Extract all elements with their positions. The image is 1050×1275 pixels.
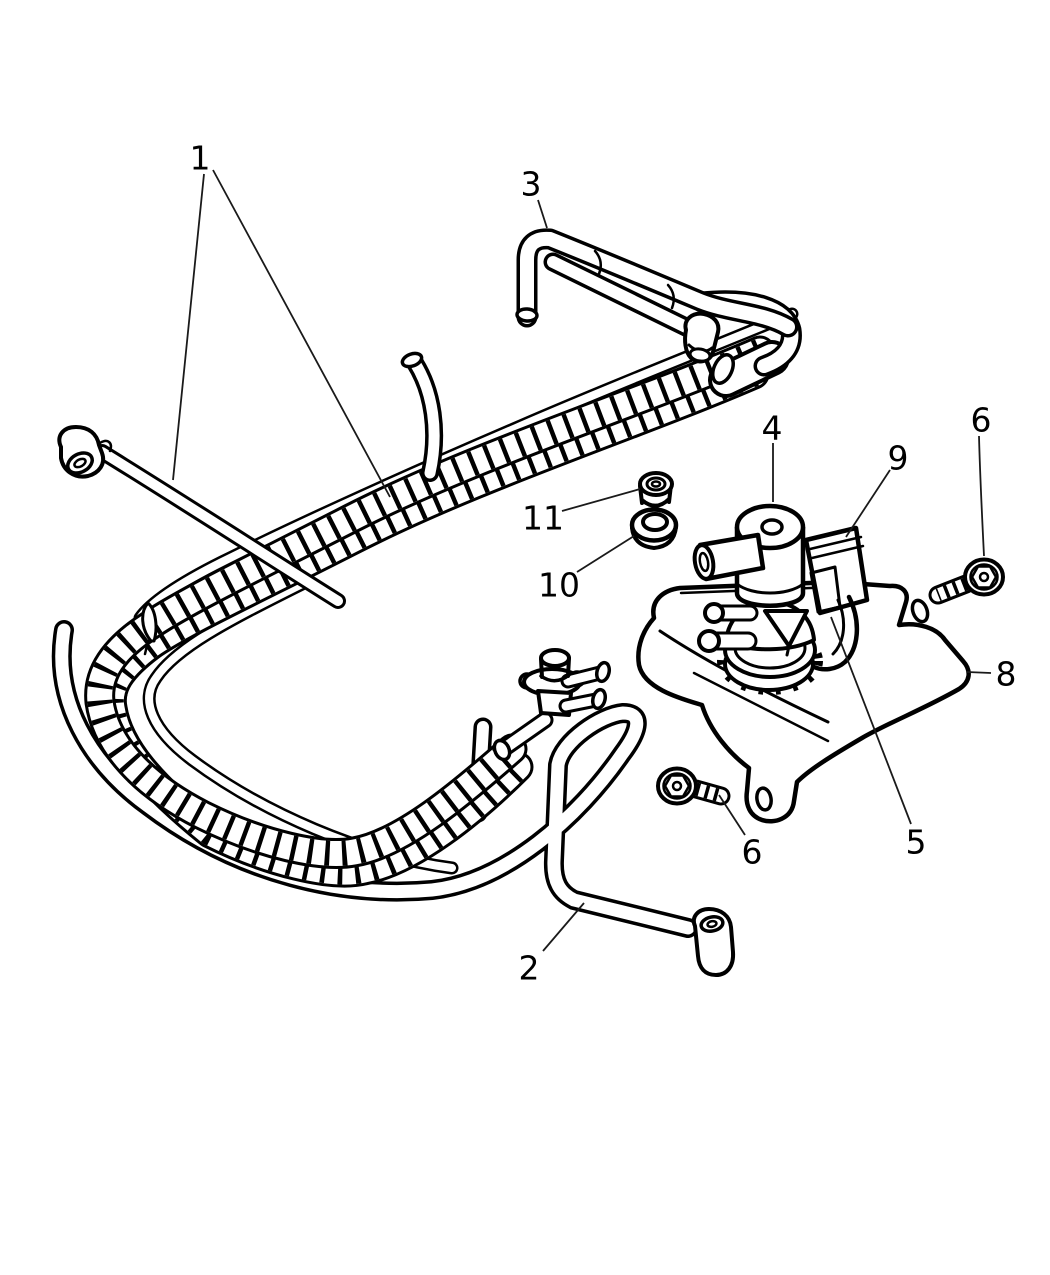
callout-11-label: 11 — [522, 499, 564, 538]
callout-8-label: 8 — [996, 655, 1017, 694]
callout-6-lower: 6 — [718, 794, 763, 872]
vapor-harness-assembly — [51, 290, 802, 938]
callout-6-upper: 6 — [971, 401, 992, 557]
callout-11: 11 — [522, 488, 641, 538]
callout-8: 8 — [966, 655, 1017, 694]
tube-3-hose — [515, 228, 799, 364]
pump-port-upper — [703, 602, 725, 624]
spacer-bushing — [638, 471, 674, 508]
branch-tube — [400, 351, 444, 482]
callout-6-lower-label: 6 — [742, 833, 763, 872]
tube-3-open-end — [515, 307, 539, 323]
supply-tube — [57, 425, 346, 609]
branch-tube-end-cap — [400, 351, 424, 369]
harness-clip — [141, 601, 158, 643]
tube-2-elbow — [691, 907, 736, 977]
purge-solenoid-assembly — [692, 503, 823, 695]
callout-5: 5 — [830, 616, 927, 862]
callout-2: 2 — [519, 902, 585, 988]
callouts: 1 3 4 6 9 11 10 8 — [172, 139, 1017, 988]
callout-2-label: 2 — [519, 949, 540, 988]
callout-1-label: 1 — [190, 139, 211, 178]
pump-base-ribs — [717, 627, 823, 695]
callout-6-upper-label: 6 — [971, 401, 992, 440]
callout-4-label: 4 — [762, 409, 783, 448]
bolt-lower — [656, 766, 731, 806]
callout-5-label: 5 — [906, 823, 927, 862]
callout-3: 3 — [521, 165, 548, 229]
bracket-hole-upper — [910, 598, 930, 624]
junction-connector — [492, 648, 612, 762]
sleeve-end-cap — [711, 353, 735, 385]
callout-3-label: 3 — [521, 165, 542, 204]
bracket-arm — [811, 594, 860, 672]
callout-1: 1 — [172, 139, 391, 498]
pump-cone — [763, 609, 809, 648]
junction-cap — [539, 648, 571, 668]
callout-10-label: 10 — [538, 566, 580, 605]
callout-9-label: 9 — [888, 439, 909, 478]
pump-port-lower — [697, 629, 721, 653]
callout-10: 10 — [538, 535, 635, 605]
electrical-connector — [803, 525, 870, 672]
bolt-upper — [928, 557, 1005, 605]
grommet — [629, 507, 679, 550]
callout-9: 9 — [845, 439, 909, 538]
callout-4: 4 — [762, 409, 783, 502]
bracket-hole-lower — [755, 786, 773, 812]
